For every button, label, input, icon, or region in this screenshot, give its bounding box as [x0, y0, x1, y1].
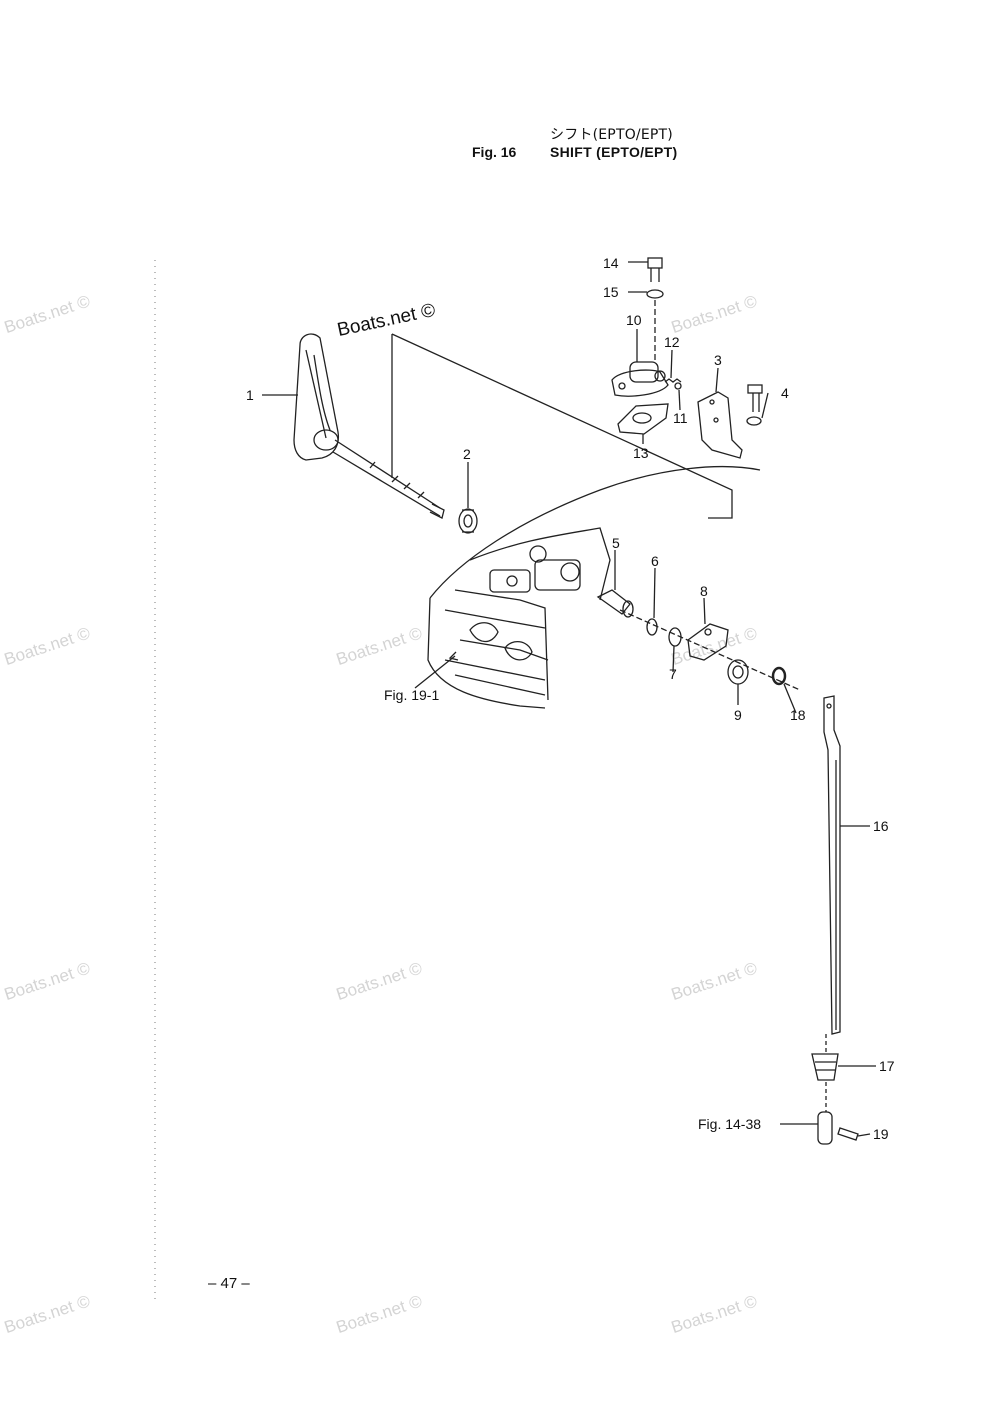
callout-1: 1: [246, 387, 254, 403]
callout-5: 5: [612, 535, 620, 551]
callout-14: 14: [603, 255, 619, 271]
part-12-spring: [664, 378, 682, 383]
part-15-washer: [646, 289, 664, 299]
part-2-bushing: [458, 508, 478, 534]
part-11-ball: [674, 382, 682, 390]
callout-3: 3: [714, 352, 722, 368]
part-9-bushing: [727, 659, 749, 685]
callout-13: 13: [633, 445, 649, 461]
callout-16: 16: [873, 818, 889, 834]
part-10-bracket: [611, 361, 669, 397]
callout-6: 6: [651, 553, 659, 569]
engine-block-outline: [427, 465, 761, 709]
callout-10: 10: [626, 312, 642, 328]
title-japanese: シフト(EPTO/EPT): [550, 127, 673, 143]
part-19-pin: [837, 1127, 859, 1141]
callout-4: 4: [781, 385, 789, 401]
part-14-bolt: [647, 257, 663, 282]
title-english: SHIFT (EPTO/EPT): [550, 144, 678, 160]
callout-17: 17: [879, 1058, 895, 1074]
callout-15: 15: [603, 284, 619, 300]
page-number: – 47 –: [208, 1275, 250, 1292]
part-8-arm: [687, 623, 729, 661]
callout-19: 19: [873, 1126, 889, 1142]
callout-9: 9: [734, 707, 742, 723]
callout-8: 8: [700, 583, 708, 599]
part-3-plate: [697, 391, 743, 459]
callout-2: 2: [463, 446, 471, 462]
reference-fig-14-38: Fig. 14-38: [698, 1116, 762, 1132]
reference-fig-19-1: Fig. 19-1: [384, 687, 440, 703]
part-16-rod: [823, 695, 841, 1035]
part-5-shaft: [596, 589, 634, 618]
part-13-gasket: [617, 403, 669, 435]
callout-12: 12: [664, 334, 680, 350]
part-18-clip: [771, 666, 787, 686]
part-17-grommet: [811, 1034, 839, 1081]
part-6-washer: [646, 618, 658, 636]
callout-11: 11: [673, 410, 688, 426]
lower-shaft: [817, 1082, 833, 1145]
callout-18: 18: [790, 707, 806, 723]
shift-lever: [293, 333, 445, 519]
part-4-bolt: [746, 384, 763, 426]
callout-7: 7: [669, 666, 677, 682]
figure-number: Fig. 16: [472, 144, 517, 160]
